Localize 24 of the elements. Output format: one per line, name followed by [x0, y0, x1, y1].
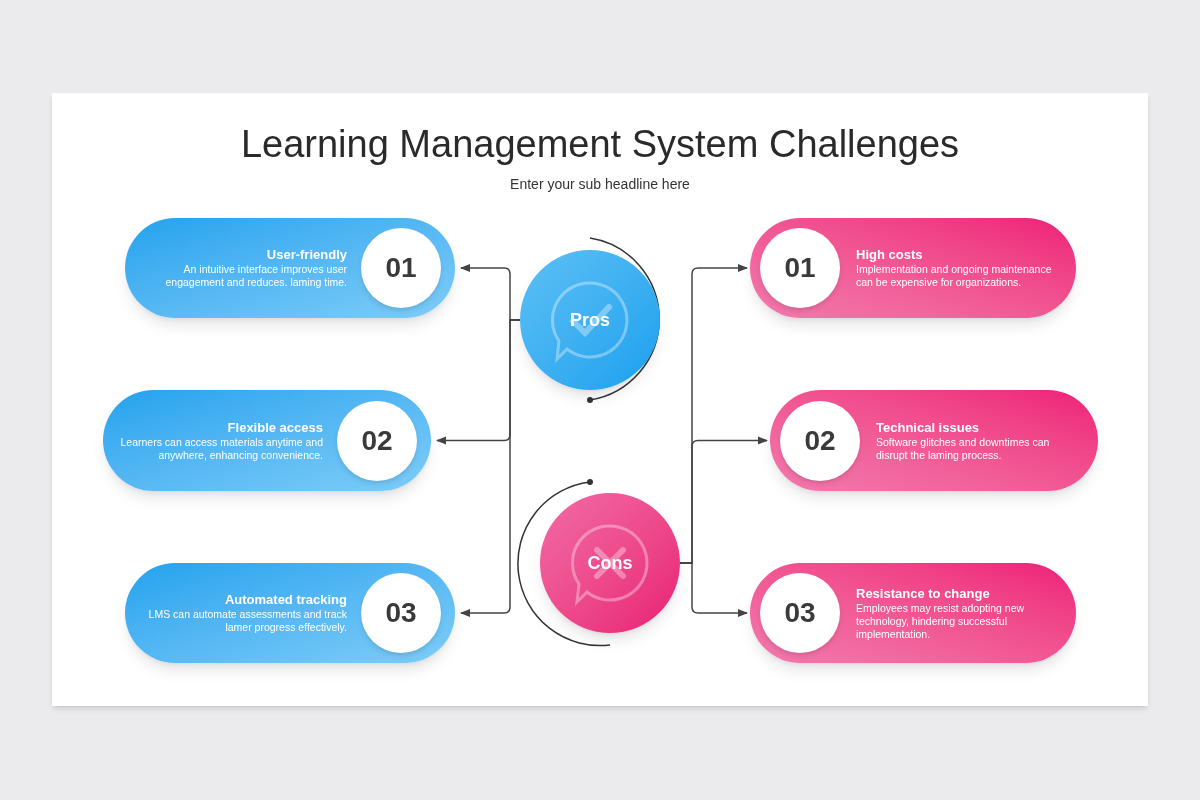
subtitle: Enter your sub headline here — [509, 175, 691, 194]
card-description: An intuitive interface improves user engagement and reduces. laming time. — [164, 263, 347, 289]
arrow — [459, 319, 521, 618]
card-heading: Automated tracking — [224, 592, 347, 608]
card-heading: High costs — [856, 247, 923, 263]
number-badge: 02 — [337, 400, 417, 481]
number-badge: 03 — [361, 573, 441, 653]
card-description: Implementation and ongoing maintenance can be expensive for organizations. — [856, 263, 1053, 289]
card-description: Software glitches and downtimes can disrupt the laming process. — [876, 435, 1051, 462]
arrow — [679, 562, 749, 618]
number-badge: 03 — [760, 573, 840, 653]
card-heading: Resistance to change — [856, 585, 990, 602]
card-heading: Flexible access — [227, 419, 323, 436]
card-description: Learners can access materials anytime and anywhere, enhancing convenience. — [119, 435, 323, 462]
title: Learning Management System Challenges — [239, 122, 961, 167]
number-badge: 02 — [780, 400, 860, 481]
card-heading: Technical issues — [876, 419, 980, 436]
hub-label: Cons — [587, 551, 633, 575]
number-badge: 01 — [760, 228, 840, 308]
number-badge: 01 — [361, 228, 441, 308]
card-description: Employees may resist adopting new technology, hindering successful implementation. — [856, 601, 1026, 641]
card-description: LMS can automate assessments and track lamer progress effectively. — [147, 608, 347, 634]
card-heading: User-friendly — [266, 247, 347, 263]
hub-label: Pros — [570, 308, 610, 332]
